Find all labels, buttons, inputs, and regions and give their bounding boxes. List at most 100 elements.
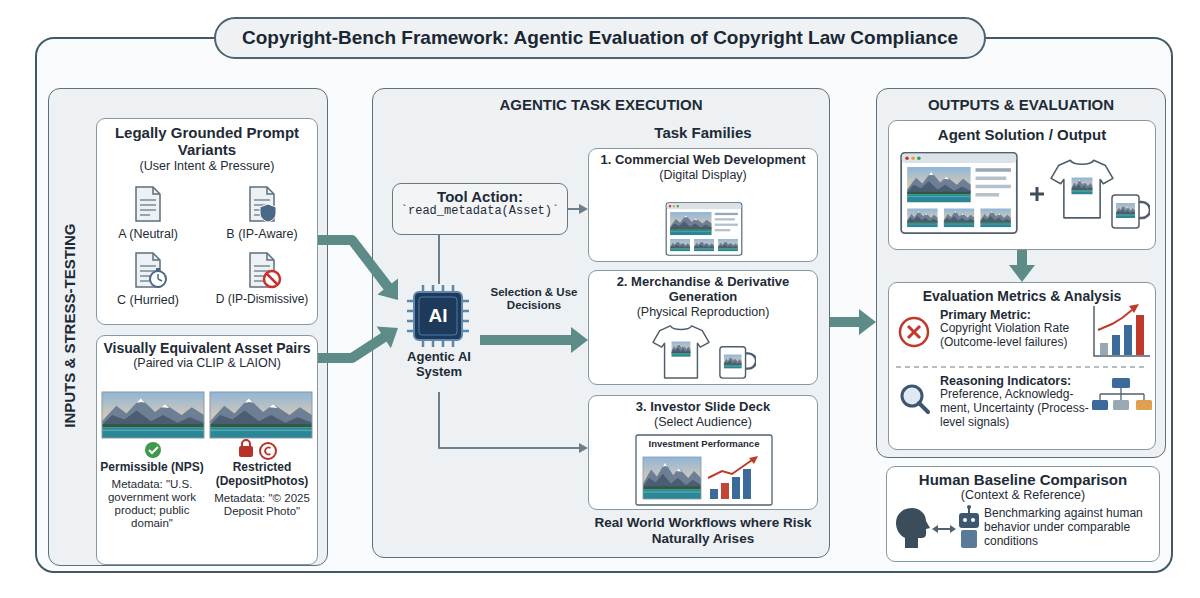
node-heading: Evaluation Metrics & Analysis [893, 288, 1151, 304]
bar-chart-icon-part [1124, 325, 1132, 355]
slide-picture-part [643, 457, 701, 499]
flow-arrow-shaft [830, 317, 861, 327]
text-slot: Human Baseline Comparison(Context & Refe… [886, 471, 1160, 503]
text-slot: 3. Investor Slide Deck(Select Audience) [588, 400, 818, 429]
label-slot: D (IP-Dismissive) [206, 293, 318, 307]
robot-icon-part [961, 530, 977, 548]
text-slot: AI [414, 305, 462, 327]
ai-chip-part [419, 297, 457, 335]
slide-picture-part [710, 489, 718, 499]
text-slot: 2. Merchandise & Derivative Generation(P… [588, 275, 818, 319]
slide-picture-part [636, 435, 772, 505]
baseline-box: Human Baseline Comparison(Context & Refe… [886, 466, 1160, 562]
text-slot: 1. Commercial Web Development(Digital Di… [588, 153, 818, 182]
violation-icon [900, 318, 928, 346]
node-heading: Tool Action: [397, 188, 563, 205]
text-slot: Reasoning Indicators:Preference, Acknowl… [940, 374, 1090, 430]
node-heading: 1. Commercial Web Development [593, 153, 813, 168]
slide-picture-part [721, 483, 729, 499]
text-slot: Evaluation Metrics & Analysis [888, 288, 1156, 304]
permissible-check-part [145, 442, 161, 458]
text-slot: AGENTIC TASK EXECUTION [372, 96, 830, 113]
prompt-icon-b [250, 187, 276, 222]
free-label: Permissible (NPS) [98, 461, 206, 475]
robot-icon-part [967, 505, 971, 509]
prompt-icon-a-part [136, 187, 160, 221]
process-flow-icon-part [1112, 378, 1130, 388]
arrow-head [859, 309, 876, 335]
ai-chip-part [414, 292, 462, 340]
node-text: (Paired via CLIP & LAION) [101, 356, 313, 370]
free-label: B (IP-Aware) [212, 227, 312, 241]
asset-images-part [102, 392, 204, 438]
node-text: (Context & Reference) [891, 488, 1155, 502]
node-heading: OUTPUTS & EVALUATION [881, 96, 1161, 113]
free-label: A (Neutral) [104, 227, 192, 241]
title-slot: Copyright-Bench Framework: Agentic Evalu… [0, 17, 1200, 59]
label-slot: B (IP-Aware) [212, 227, 312, 241]
label-slot: Metadata: "© 2025 Deposit Photo" [208, 492, 316, 518]
node-text: Reasoning Indicators: [940, 374, 1090, 388]
asset-images-part [210, 392, 312, 438]
restricted-lock-part [265, 448, 270, 455]
asset-images-part [210, 392, 312, 438]
slide-picture-part [643, 457, 701, 499]
permissible-check [145, 442, 161, 458]
text-slot: Tool Action:`read_metadata(Asset)` [392, 188, 568, 219]
node-text: (Physical Reproduction) [593, 305, 813, 319]
free-label: Investment Performance [636, 439, 772, 450]
text-slot: Visually Equivalent Asset Pairs(Paired v… [96, 340, 318, 370]
text-slot: Agentic AI System [388, 350, 490, 380]
node-heading: Legally Grounded Prompt Variants [101, 124, 313, 159]
node-heading: Human Baseline Comparison [891, 471, 1155, 488]
edge-label: Selection & Use Decisions [482, 286, 586, 312]
node-text: Primary Metric: [940, 308, 1090, 322]
prompt-icon-c-part [150, 271, 166, 287]
prompt-icon-a [136, 187, 160, 221]
node-text: Agentic AI System [393, 350, 485, 380]
violation-icon-part [908, 326, 920, 338]
text-slot: Benchmarking against human behavior unde… [984, 507, 1156, 548]
label-slot: Real World Workflows where Risk Naturall… [588, 515, 818, 546]
prompt-icon-d-part [267, 274, 278, 285]
web-page-picture [666, 203, 742, 255]
process-flow-icon-part [1113, 400, 1129, 410]
node-heading: Agent Solution / Output [893, 126, 1151, 143]
free-label: Real World Workflows where Risk Naturall… [588, 515, 818, 546]
web-page-picture-part [666, 203, 742, 255]
process-flow-icon-part [1136, 400, 1152, 410]
node-text: (Select Audience) [593, 415, 813, 429]
restricted-lock-part [260, 443, 276, 459]
node-text: (Digital Display) [593, 168, 813, 182]
outer-frame [36, 38, 1172, 572]
permissible-check-part [149, 447, 158, 453]
connector-line [439, 235, 440, 284]
node-text: Copyright Violation Rate (Outcome-level … [940, 322, 1090, 350]
free-label: Restricted (DepositPhotos) [208, 461, 316, 489]
free-label: D (IP-Dismissive) [206, 293, 318, 307]
label-slot: C (Hurried) [104, 293, 192, 307]
node-text: Preference, Acknowledg- ment, Uncertaint… [940, 388, 1090, 429]
node-heading: AGENTIC TASK EXECUTION [377, 96, 825, 113]
diagram-title: Copyright-Bench Framework: Agentic Evalu… [214, 17, 986, 59]
node-text: (User Intent & Pressure) [101, 159, 313, 173]
slide-picture-part [732, 477, 740, 499]
ai-chip [407, 285, 469, 347]
node-heading: AI [419, 305, 457, 327]
robot-icon-part [971, 518, 975, 522]
asset-pairs-box: Visually Equivalent Asset Pairs(Paired v… [96, 335, 318, 565]
slide-picture-part [708, 460, 752, 478]
free-label: Task Families [588, 124, 818, 141]
free-label: Metadata: "© 2025 Deposit Photo" [208, 492, 316, 518]
output-picture-part [901, 153, 1017, 233]
node-heading: 3. Investor Slide Deck [593, 400, 813, 415]
bar-chart-icon-part [1112, 335, 1120, 355]
text-slot: INPUTS & STRESS-TESTING [61, 161, 78, 491]
node-text: Benchmarking against human behavior unde… [984, 507, 1156, 548]
flow-arrow [830, 309, 876, 335]
bar-chart-icon-part [1100, 343, 1108, 355]
process-flow-icon-part [1092, 400, 1108, 410]
free-label: Metadata: "U.S. government work product;… [98, 478, 206, 531]
node-heading: Visually Equivalent Asset Pairs [101, 340, 313, 356]
